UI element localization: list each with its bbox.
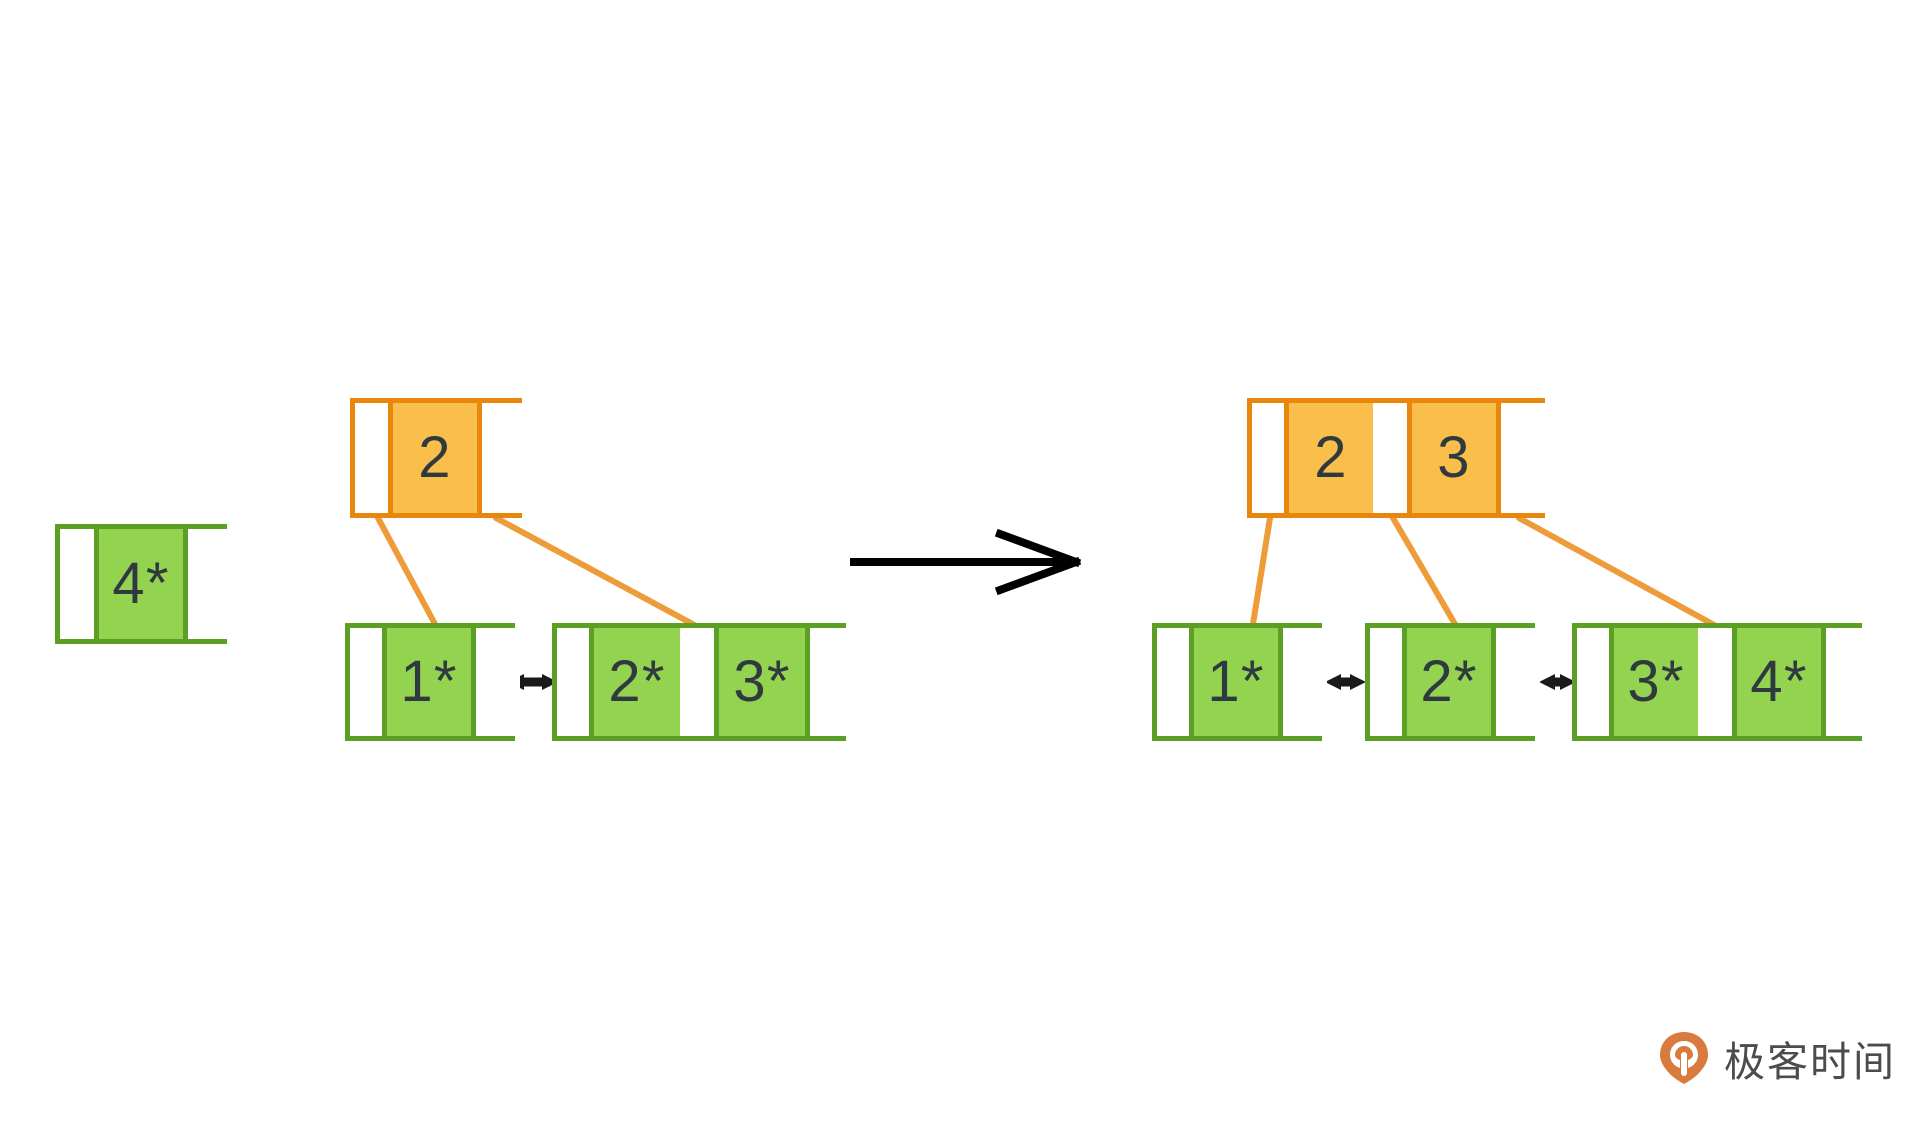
sibling-link-after-1 <box>1325 674 1366 690</box>
pointer-slot <box>477 403 527 513</box>
pointer-slot <box>350 628 387 736</box>
pointer-slot <box>471 628 520 736</box>
child-link-before-2 <box>493 515 703 631</box>
pointer-slot <box>1821 628 1868 736</box>
before-root-node[interactable]: 2 <box>350 398 527 518</box>
key-cell: 1* <box>1194 628 1278 736</box>
after-leaf-1[interactable]: 1* <box>1152 623 1327 741</box>
key-cell: 2 <box>393 403 477 513</box>
key-cell: 3* <box>1614 628 1698 736</box>
pointer-slot <box>183 529 232 639</box>
pointer-slot <box>355 403 393 513</box>
pointer-slot <box>1496 403 1545 513</box>
key-cell: 4* <box>1737 628 1821 736</box>
child-link-after-2 <box>1390 515 1458 627</box>
before-leaf-2-3[interactable]: 2* 3* <box>552 623 850 741</box>
pointer-slot <box>1491 628 1540 736</box>
after-leaf-2[interactable]: 2* <box>1365 623 1540 741</box>
pointer-slot <box>1373 403 1412 513</box>
pointer-slot <box>60 529 99 639</box>
key-cell: 3 <box>1412 403 1496 513</box>
child-link-after-3 <box>1516 515 1719 629</box>
key-cell: 3* <box>719 628 805 736</box>
pointer-slot <box>1278 628 1327 736</box>
pointer-slot <box>805 628 850 736</box>
pointer-slot <box>1577 628 1614 736</box>
watermark-text: 极客时间 <box>1724 1038 1896 1086</box>
before-leaf-1[interactable]: 1* <box>345 623 520 741</box>
key-cell: 2* <box>1407 628 1491 736</box>
pointer-slot <box>557 628 594 736</box>
key-cell: 2 <box>1289 403 1373 513</box>
inserted-key-node[interactable]: 4* <box>55 524 232 644</box>
pointer-slot <box>680 628 719 736</box>
key-cell: 4* <box>99 529 183 639</box>
transition-arrow <box>850 528 1082 596</box>
key-cell: 1* <box>387 628 471 736</box>
pointer-slot <box>1157 628 1194 736</box>
after-leaf-3-4[interactable]: 3* 4* <box>1572 623 1868 741</box>
geektime-logo-icon <box>1660 1032 1708 1084</box>
after-root-node[interactable]: 2 3 <box>1247 398 1545 518</box>
key-cell: 2* <box>594 628 680 736</box>
watermark-logo: 极客时间 <box>1658 1028 1896 1088</box>
pointer-slot <box>1698 628 1737 736</box>
child-link-after-1 <box>1250 515 1273 627</box>
sibling-link-after-2 <box>1539 674 1576 690</box>
pointer-slot <box>1252 403 1289 513</box>
pointer-slot <box>1370 628 1407 736</box>
child-link-before-1 <box>375 515 438 627</box>
